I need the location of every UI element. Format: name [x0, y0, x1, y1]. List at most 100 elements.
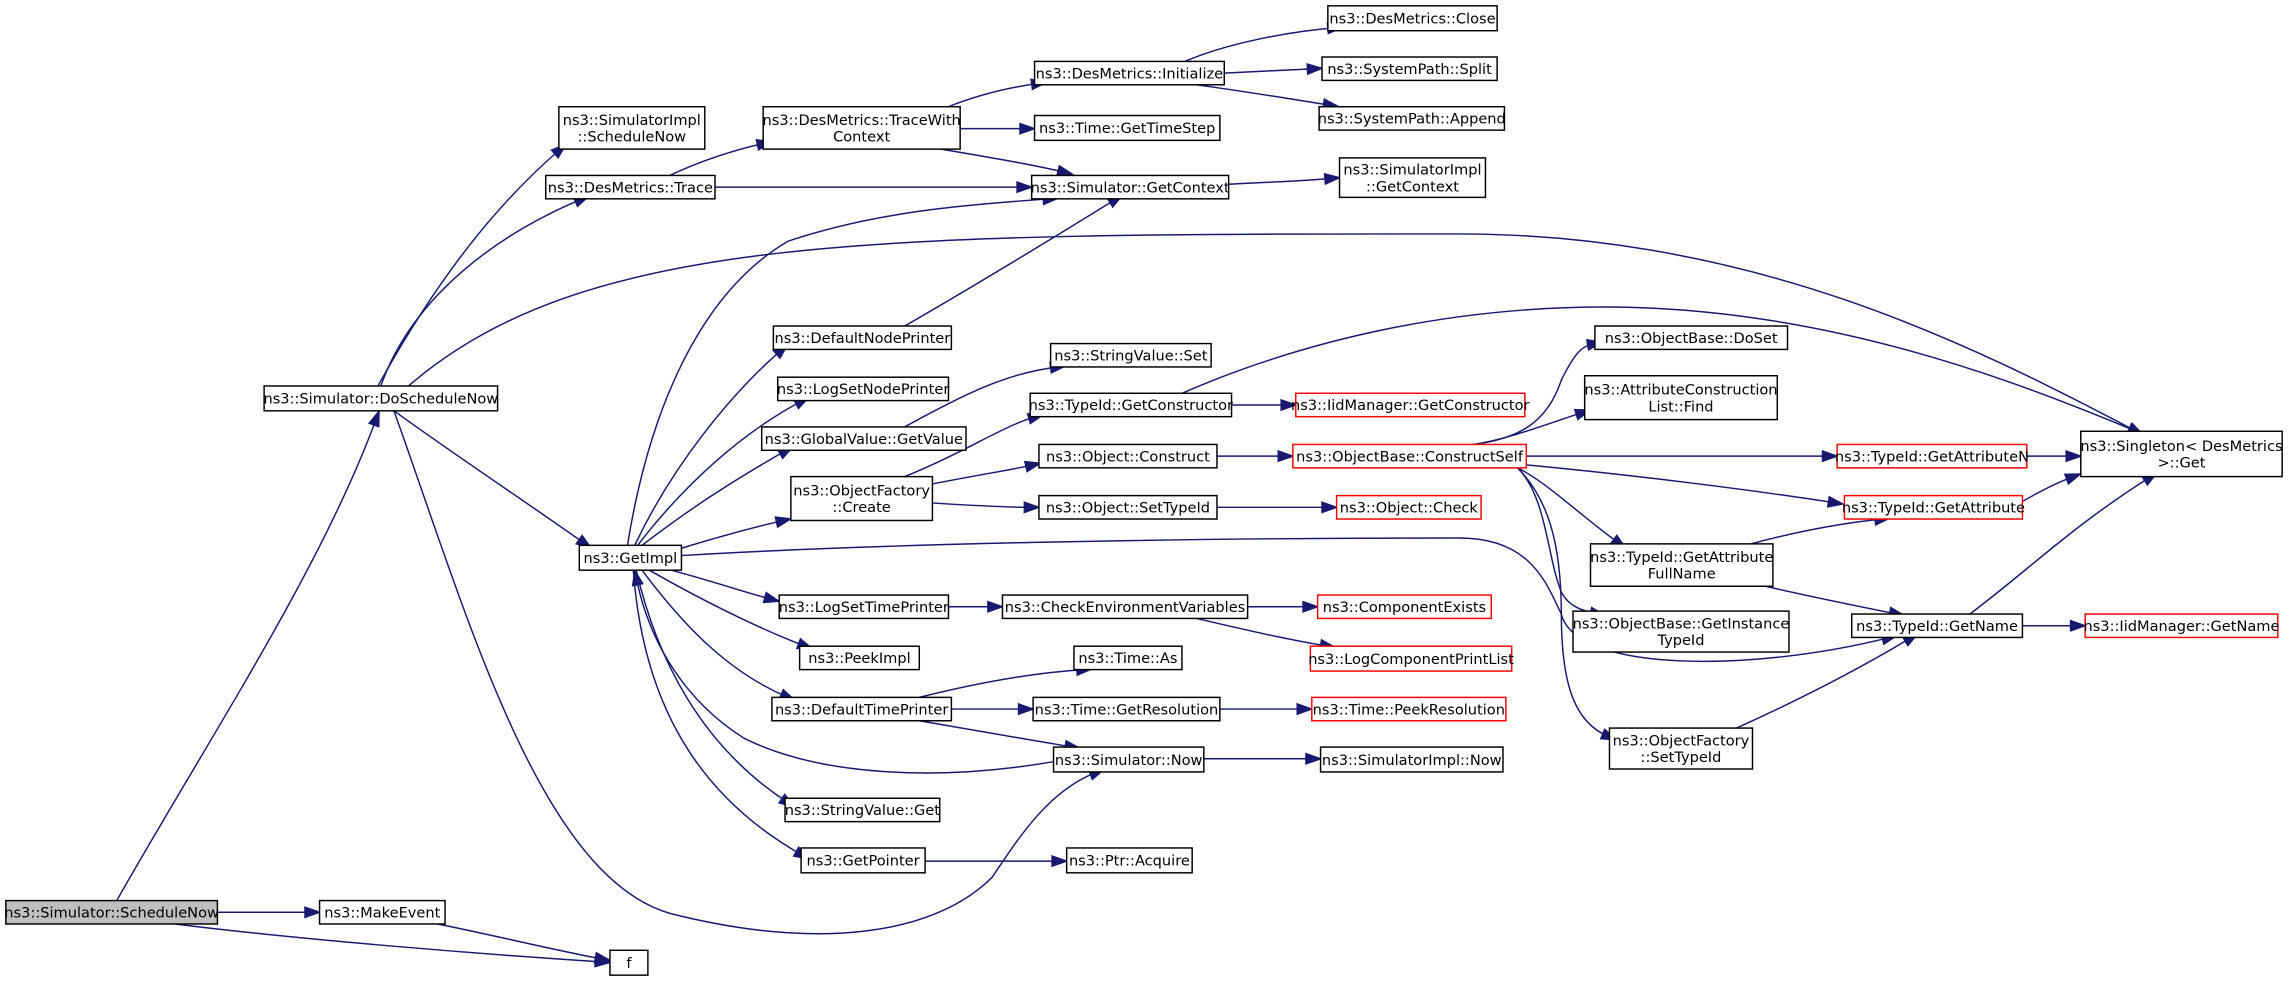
node-defaultnodeprinter[interactable]: ns3::DefaultNodePrinter [772, 325, 953, 351]
node-label: ns3::Simulator::ScheduleNow [4, 905, 219, 922]
node-label: ::Create [833, 499, 891, 516]
edge-line [408, 233, 2137, 432]
node-simimpl-schedulenow[interactable]: ns3::SimulatorImpl::ScheduleNow [558, 105, 706, 150]
node-desmetrics-close[interactable]: ns3::DesMetrics::Close [1327, 5, 1498, 32]
edge-typeid_getconstructor-to-iidmanager_getconstructor [1231, 398, 1298, 412]
node-objectfactory-settypeid[interactable]: ns3::ObjectFactory::SetTypeId [1608, 727, 1754, 770]
node-schedulenow[interactable]: ns3::Simulator::ScheduleNow [4, 899, 219, 925]
node-ptr-acquire[interactable]: ns3::Ptr::Acquire [1065, 847, 1193, 874]
node-time-peekresolution[interactable]: ns3::Time::PeekResolution [1311, 696, 1507, 722]
node-label: ns3::IidManager::GetConstructor [1291, 397, 1530, 414]
node-simulator-now[interactable]: ns3::Simulator::Now [1052, 746, 1205, 773]
edge-object_construct-to-objectbase_constructself [1216, 449, 1296, 463]
edge-line [948, 82, 1040, 108]
edge-objectfactory_create-to-object_construct [932, 460, 1043, 485]
node-globalvalue-getvalue[interactable]: ns3::GlobalValue::GetValue [760, 426, 967, 452]
edge-objectbase_constructself-to-typeid_getattributen [1526, 449, 1840, 463]
edge-doschedulenow-to-desmetrics_trace [380, 195, 591, 387]
node-typeid-getname[interactable]: ns3::TypeId::GetName [1850, 613, 2024, 639]
node-time-as[interactable]: ns3::Time::As [1073, 645, 1183, 671]
node-simimpl-now[interactable]: ns3::SimulatorImpl::Now [1319, 746, 1504, 773]
node-defaulttimeprinter[interactable]: ns3::DefaultTimePrinter [771, 696, 953, 722]
node-getimpl[interactable]: ns3::GetImpl [578, 544, 683, 571]
arrowhead-icon [1280, 398, 1298, 412]
node-iidmanager-getconstructor[interactable]: ns3::IidManager::GetConstructor [1291, 392, 1530, 418]
node-box [1318, 105, 1506, 131]
node-box [545, 174, 716, 200]
node-box [778, 594, 950, 620]
node-object-settypeid[interactable]: ns3::Object::SetTypeId [1038, 494, 1218, 520]
node-typeid-getattributen[interactable]: ns3::TypeId::GetAttributeN [1835, 443, 2029, 469]
node-label: ns3::SimulatorImpl [563, 112, 701, 129]
node-label: ns3::TypeId::GetAttribute [1590, 549, 1773, 566]
node-box [1850, 613, 2024, 639]
node-object-construct[interactable]: ns3::Object::Construct [1038, 443, 1218, 469]
node-box [1327, 5, 1498, 32]
node-label: ns3::AttributeConstruction [1584, 382, 1777, 399]
node-stringvalue-set[interactable]: ns3::StringValue::Set [1049, 342, 1212, 368]
node-singleton-get[interactable]: ns3::Singleton< DesMetrics >::Get [2080, 430, 2283, 478]
node-desmetrics-trace[interactable]: ns3::DesMetrics::Trace [545, 174, 716, 200]
edge-makeevent-to-f [437, 923, 612, 964]
node-makeevent[interactable]: ns3::MakeEvent [318, 899, 446, 925]
node-typeid-getattribute[interactable]: ns3::TypeId::GetAttribute [1842, 494, 2025, 520]
edge-line [1184, 27, 1336, 63]
node-box [1589, 543, 1774, 587]
node-getpointer[interactable]: ns3::GetPointer [800, 847, 926, 874]
arrowhead-icon [2065, 449, 2084, 463]
node-typeid-getconstructor[interactable]: ns3::TypeId::GetConstructor [1029, 392, 1233, 418]
node-box [578, 544, 683, 571]
node-label: ns3::PeekImpl [808, 650, 910, 667]
node-label: ns3::SystemPath::Append [1318, 111, 1506, 128]
node-label: ns3::Simulator::DoScheduleNow [263, 391, 498, 408]
node-logcomponentprintlist[interactable]: ns3::LogComponentPrintList [1308, 645, 1514, 672]
node-label: ns3::Time::As [1078, 650, 1177, 667]
node-peekimpl[interactable]: ns3::PeekImpl [798, 645, 921, 671]
node-objectbase-constructself[interactable]: ns3::ObjectBase::ConstructSelf [1292, 443, 1528, 469]
node-label: ns3::StringValue::Set [1054, 348, 1208, 365]
node-label: ::GetContext [1366, 178, 1459, 195]
edge-typeid_getname-to-singleton_get [1969, 471, 2159, 615]
arrowhead-icon [1305, 752, 1323, 765]
edge-line [1765, 585, 1898, 615]
node-desmetrics-initialize[interactable]: ns3::DesMetrics::Initialize [1033, 60, 1225, 86]
arrowhead-icon [1019, 122, 1037, 135]
edge-line [1736, 636, 1912, 729]
node-logsetnodeprinter[interactable]: ns3::LogSetNodePrinter [777, 376, 949, 402]
node-iidmanager-getname[interactable]: ns3::IidManager::GetName [2083, 613, 2280, 639]
node-simimpl-getcontext[interactable]: ns3::SimulatorImpl::GetContext [1338, 157, 1487, 199]
edge-desmetrics_initialize-to-systempath_append [1196, 84, 1341, 111]
node-stringvalue-get[interactable]: ns3::StringValue::Get [784, 797, 941, 823]
node-label: ns3::IidManager::GetName [2083, 618, 2279, 635]
node-objectfactory-create[interactable]: ns3::ObjectFactory::Create [790, 475, 934, 522]
edge-line [1526, 464, 1836, 504]
node-box [760, 426, 967, 452]
node-f[interactable]: f [609, 949, 649, 976]
node-logsettimeprinter[interactable]: ns3::LogSetTimePrinter [778, 594, 950, 620]
node-object-check[interactable]: ns3::Object::Check [1335, 494, 1482, 520]
node-box [1032, 696, 1221, 722]
node-time-getresolution[interactable]: ns3::Time::GetResolution [1032, 696, 1221, 722]
node-box [772, 325, 953, 351]
node-time-gettimestep[interactable]: ns3::Time::GetTimeStep [1033, 114, 1221, 142]
node-objectbase-doset[interactable]: ns3::ObjectBase::DoSet [1594, 325, 1789, 351]
edge-line [393, 410, 1098, 935]
node-label: ns3::DesMetrics::Initialize [1036, 65, 1224, 82]
arrowhead-icon [1821, 449, 1840, 463]
edge-line [116, 417, 378, 901]
node-doschedulenow[interactable]: ns3::Simulator::DoScheduleNow [263, 385, 499, 412]
edge-line [648, 569, 806, 647]
node-systempath-split[interactable]: ns3::SystemPath::Split [1321, 56, 1498, 82]
node-checkenvvars[interactable]: ns3::CheckEnvironmentVariables [1001, 594, 1249, 620]
node-componentexists[interactable]: ns3::ComponentExists [1316, 594, 1493, 620]
node-systempath-append[interactable]: ns3::SystemPath::Append [1318, 105, 1506, 131]
node-box [1038, 443, 1218, 469]
node-label: ns3::LogSetTimePrinter [779, 599, 949, 616]
node-simulator-getcontext[interactable]: ns3::Simulator::GetContext [1031, 174, 1230, 200]
edge-doschedulenow-to-getimpl [393, 410, 593, 550]
